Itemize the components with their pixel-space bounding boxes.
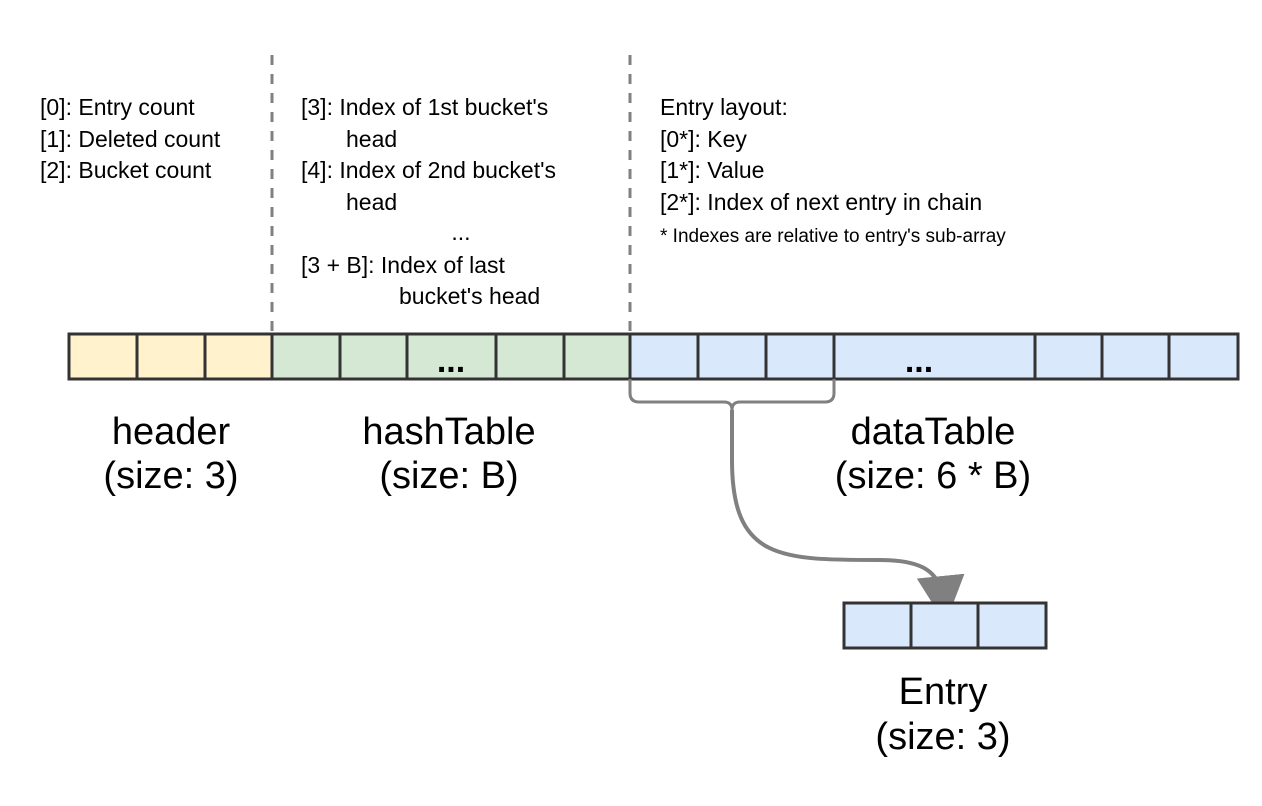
datatable-label-name: dataTable [851, 411, 1016, 453]
entry-cell-key [842, 601, 913, 650]
hash-cell-2 [494, 332, 566, 381]
hash-cell-1 [338, 332, 409, 381]
entry-brace [628, 379, 836, 411]
hashtable-label-size: (size: B) [379, 455, 518, 497]
hash-note-line5: [3 + B]: Index of last [301, 252, 506, 278]
entry-label-name: Entry [899, 671, 988, 713]
data-cell-3 [1033, 332, 1104, 381]
data-cell-5 [1167, 332, 1240, 381]
entry-label-size: (size: 3) [875, 716, 1010, 758]
hash-note-line1: [3]: Index of 1st bucket's [301, 94, 548, 120]
header-note-bucket-count: [2]: Bucket count [40, 157, 212, 183]
header-cell-1 [135, 332, 207, 381]
data-ellipsis: ... [905, 342, 933, 380]
hash-note-line4: head [346, 189, 397, 215]
header-cell-2 [203, 332, 274, 381]
entry-cell-next [976, 601, 1048, 650]
hash-ellipsis: ... [437, 342, 465, 380]
data-cell-ellipsis [832, 332, 1037, 381]
hash-note-ellipsis: ... [451, 219, 470, 245]
header-note-entry-count: [0]: Entry count [40, 94, 195, 120]
hash-note-line6: bucket's head [399, 283, 540, 309]
data-cell-0 [628, 332, 700, 381]
header-cell-0 [67, 332, 139, 381]
hash-note-line2: head [346, 126, 397, 152]
hash-cell-0 [270, 332, 342, 381]
entry-note-next: [2*]: Index of next entry in chain [660, 189, 982, 215]
entry-note-value: [1*]: Value [660, 157, 764, 183]
header-note-deleted-count: [1]: Deleted count [40, 126, 221, 152]
hashtable-label-name: hashTable [362, 411, 535, 453]
datatable-label-size: (size: 6 * B) [835, 455, 1031, 497]
data-cell-1 [696, 332, 768, 381]
entry-note-title: Entry layout: [660, 94, 788, 120]
entry-connector-arrow [730, 410, 965, 624]
hash-cell-3 [562, 332, 632, 381]
entry-note-key: [0*]: Key [660, 126, 747, 152]
entry-note-footnote: * Indexes are relative to entry's sub-ar… [660, 226, 1006, 247]
header-label-size: (size: 3) [103, 455, 238, 497]
data-cell-4 [1100, 332, 1171, 381]
header-label-name: header [112, 411, 231, 453]
data-cell-2 [764, 332, 836, 381]
entry-cell-value [909, 601, 980, 650]
hash-note-line3: [4]: Index of 2nd bucket's [301, 157, 556, 183]
